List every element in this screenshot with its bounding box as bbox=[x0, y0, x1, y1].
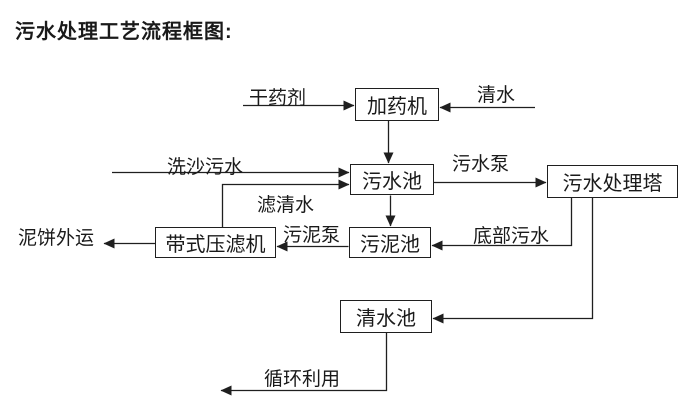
page-title: 污水处理工艺流程框图: bbox=[15, 21, 233, 43]
label-clean-water: 清水 bbox=[477, 85, 516, 106]
node-clean-water-pool: 清水池 bbox=[340, 300, 432, 333]
node-sewage-pool: 污水池 bbox=[350, 164, 434, 195]
edge-treatment-tower-to-clean-water-pool bbox=[432, 198, 594, 324]
label-sand-washing-sewage: 洗沙污水 bbox=[167, 157, 244, 178]
node-treatment-tower: 污水处理塔 bbox=[547, 165, 678, 198]
label-sludge-pump: 污泥泵 bbox=[283, 225, 341, 246]
label-mud-cake-out: 泥饼外运 bbox=[18, 228, 95, 249]
edge-treatment-tower-to-sludge-pool bbox=[431, 198, 573, 251]
label-filtered-water: 滤清水 bbox=[257, 195, 315, 216]
label-sewage-pump: 污水泵 bbox=[452, 154, 510, 175]
label-dry-agent: 干药剂 bbox=[249, 88, 307, 109]
label-recycle-use: 循环利用 bbox=[264, 369, 341, 390]
edge-filtered-water-belt-press-to-sewage-pool bbox=[221, 179, 350, 227]
node-belt-filter-press: 带式压滤机 bbox=[155, 227, 276, 258]
label-bottom-sewage: 底部污水 bbox=[473, 226, 550, 247]
edge-clean-water-pool-to-recycle bbox=[220, 333, 388, 396]
node-dosing-machine: 加药机 bbox=[355, 88, 439, 121]
node-sludge-pool: 污泥池 bbox=[349, 227, 431, 258]
